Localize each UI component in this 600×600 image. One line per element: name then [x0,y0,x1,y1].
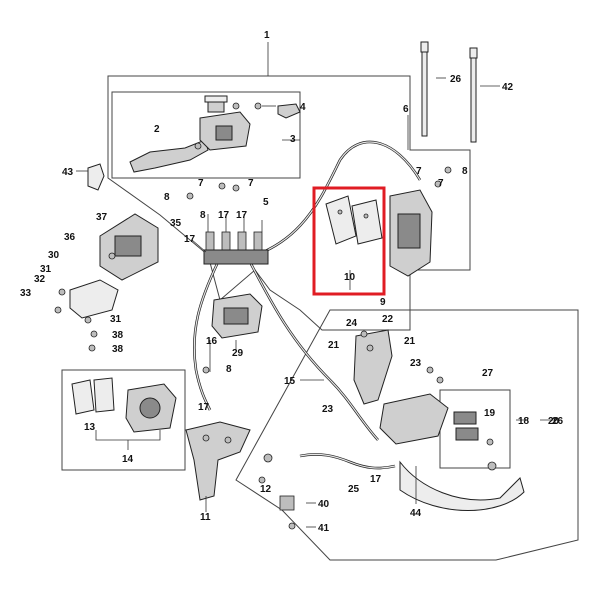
brake-pedal-part-44 [399,460,525,511]
callout-20: 20 [548,416,560,427]
cable-tie-26 [420,41,429,137]
callout-12: 12 [260,484,272,495]
callout-21b: 21 [404,336,416,347]
callout-17e: 17 [236,210,248,221]
callout-25: 25 [348,484,360,495]
callout-32: 32 [34,274,46,285]
callout-1: 1 [264,30,270,41]
callout-7d: 7 [438,178,444,189]
banjo-bolt-group [186,182,269,265]
callout-3: 3 [290,134,296,145]
callout-8b: 8 [200,210,206,221]
callout-38a: 38 [112,330,124,341]
callout-6: 6 [403,104,409,115]
callout-31b: 31 [110,314,122,325]
callout-21a: 21 [328,340,340,351]
callout-19: 19 [484,408,496,419]
rear-master-cylinder [379,366,494,446]
leader-lines [76,42,560,528]
callout-26a: 26 [450,74,462,85]
callout-18: 18 [518,416,530,427]
brake-pads-part-10 [325,195,383,245]
callout-7c: 7 [416,166,422,177]
cable-tie-42 [469,47,478,143]
callout-24: 24 [346,318,358,329]
pedal-bracket-part-22 [353,329,393,405]
master-cylinder-box [111,91,301,179]
callout-31a: 31 [40,264,52,275]
callout-40: 40 [318,499,330,510]
callout-10: 10 [344,272,356,283]
switch-bracket-35 [99,213,159,281]
clip-part-43 [87,163,105,191]
callout-11: 11 [200,512,211,523]
callout-23a: 23 [410,358,422,369]
mount-bracket-30 [54,279,119,352]
callout-15: 15 [284,376,296,387]
callout-30: 30 [48,250,60,261]
front-caliper-part-6 [389,166,452,277]
highlight-box [312,186,386,296]
assembly-1-outline [107,75,471,331]
small-fasteners-group [202,366,296,530]
callout-27: 27 [482,368,494,379]
rear-pads-group [71,377,115,415]
callout-38b: 38 [112,344,124,355]
callout-17d: 17 [370,474,382,485]
caliper-bracket-part-11 [185,421,251,501]
callout-16: 16 [206,336,218,347]
callout-8a: 8 [164,192,170,203]
valve-part-29 [211,293,263,339]
callout-43: 43 [62,167,74,178]
callout-17a: 17 [184,234,196,245]
callout-44: 44 [410,508,422,519]
callout-37: 37 [96,212,108,223]
callout-9: 9 [380,297,386,308]
callout-42: 42 [502,82,514,93]
brake-line-left-inner [193,261,219,411]
callout-26b: 26 [552,416,564,427]
callout-5: 5 [263,197,269,208]
callout-13: 13 [84,422,96,433]
callout-33: 33 [20,288,32,299]
rear-caliper-group [125,383,177,433]
callout-35: 35 [170,218,182,229]
brake-line-center-inner [249,261,379,441]
callout-22: 22 [382,314,394,325]
callout-2: 2 [154,124,160,135]
brake-line-upper-inner [229,141,421,263]
assembly-9-outline [235,309,579,561]
master-cylinder-part [199,95,262,151]
callout-14: 14 [122,454,134,465]
callout-23b: 23 [322,404,334,415]
callout-7b: 7 [248,178,254,189]
callout-4: 4 [300,102,306,113]
callout-8c: 8 [462,166,468,177]
brake-lever-part [129,139,209,173]
assembly-14-box [61,369,186,471]
callout-36: 36 [64,232,76,243]
callout-29: 29 [232,348,244,359]
brake-line-lower-inner [299,453,396,469]
callout-8d: 8 [226,364,232,375]
callout-17b: 17 [218,210,230,221]
bracket-part-4 [277,103,301,119]
callout-17c: 17 [198,402,210,413]
assembly-18-box [439,389,511,469]
callout-7a: 7 [198,178,204,189]
callout-41: 41 [318,523,330,534]
